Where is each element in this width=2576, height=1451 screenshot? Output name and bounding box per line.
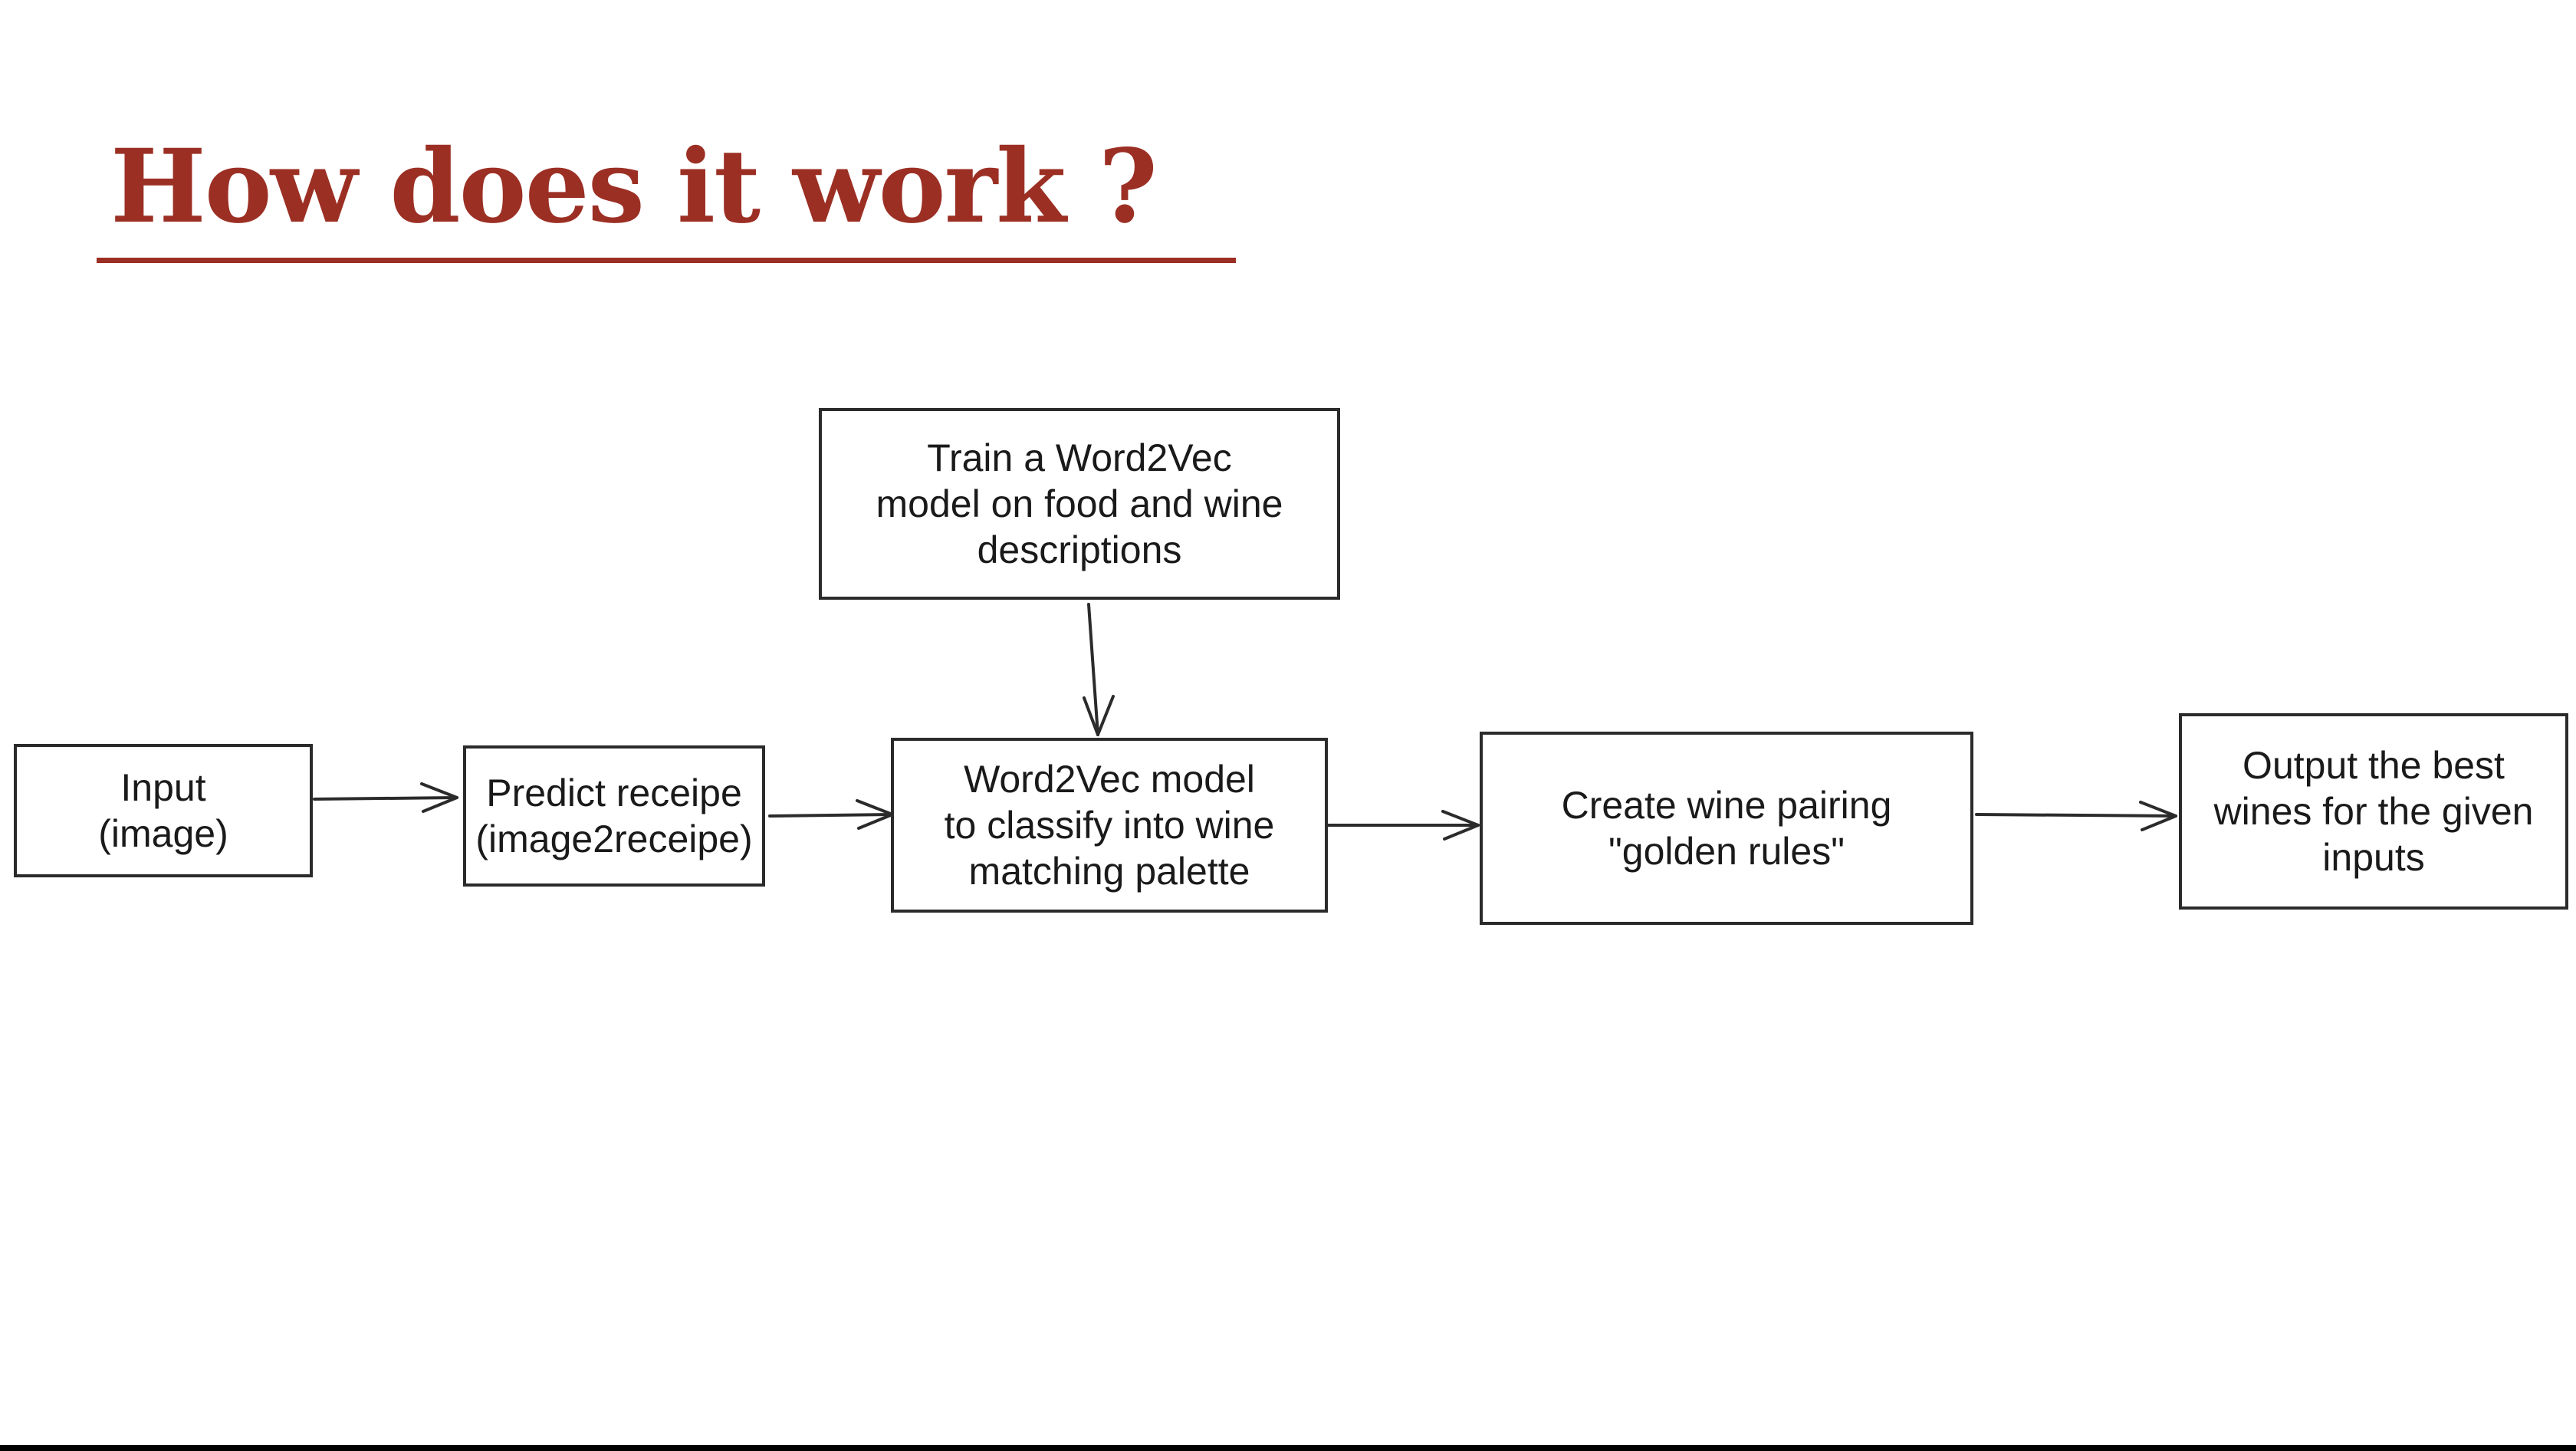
node-classify-palette-label: Word2Vec model to classify into wine mat… [944, 758, 1275, 893]
node-classify-palette: Word2Vec model to classify into wine mat… [891, 738, 1328, 913]
node-predict-recipe: Predict receipe (image2receipe) [463, 745, 765, 887]
edge-train-to-classify [1083, 603, 1115, 736]
node-train-word2vec-label: Train a Word2Vec model on food and wine … [876, 436, 1283, 571]
node-predict-recipe-label: Predict receipe (image2receipe) [475, 772, 753, 860]
bottom-rule [0, 1445, 2576, 1451]
edge-input-to-predict [313, 782, 458, 813]
node-input: Input (image) [14, 744, 313, 877]
edge-rules-to-output [1975, 801, 2177, 831]
node-golden-rules: Create wine pairing "golden rules" [1480, 732, 1973, 925]
node-output-wines-label: Output the best wines for the given inpu… [2213, 744, 2534, 879]
node-golden-rules-label: Create wine pairing "golden rules" [1561, 784, 1892, 873]
node-output-wines: Output the best wines for the given inpu… [2179, 713, 2568, 910]
edge-predict-to-classify [768, 799, 894, 830]
slide-title: How does it work ? [110, 127, 1158, 246]
title-underline [97, 258, 1236, 263]
node-input-label: Input (image) [98, 766, 228, 855]
node-train-word2vec: Train a Word2Vec model on food and wine … [819, 408, 1340, 600]
edge-classify-to-rules [1326, 810, 1480, 841]
